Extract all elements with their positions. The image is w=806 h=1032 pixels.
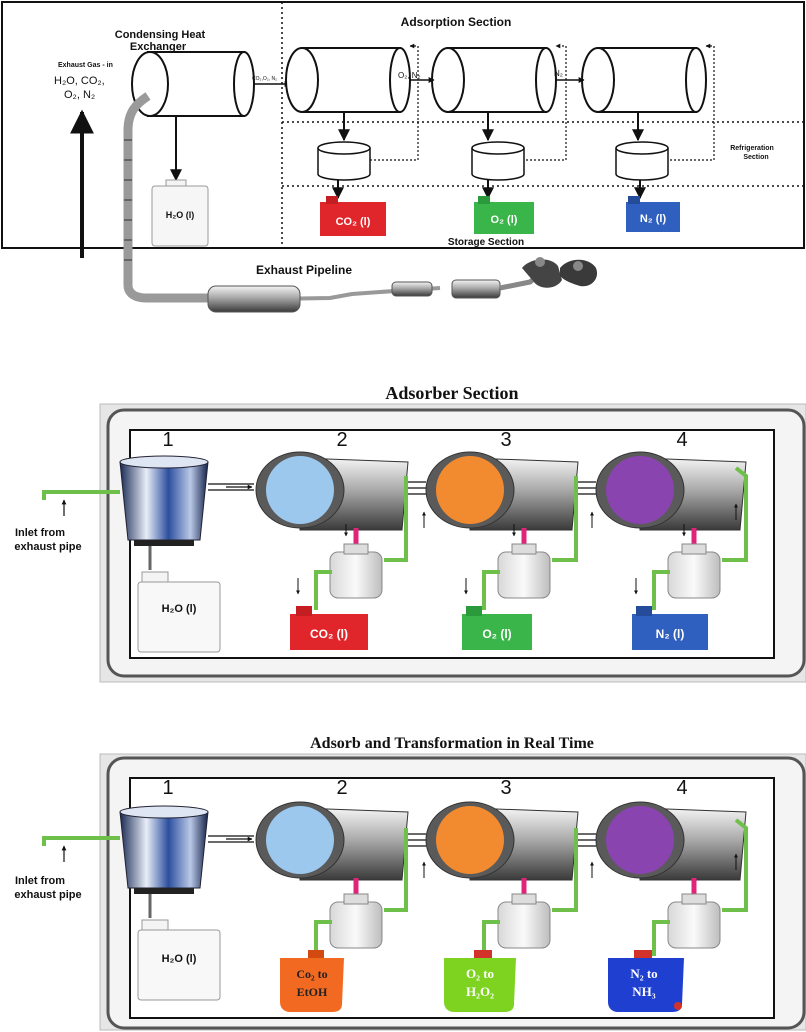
adsorbent-disc bbox=[266, 456, 334, 524]
heat-exchanger-label: Condensing Heat bbox=[115, 29, 206, 41]
nh3-reactor-tank: N₂ to NH₃ bbox=[608, 950, 684, 1012]
adsorber-unit bbox=[425, 801, 579, 881]
nh3-tank-label: NH₃ bbox=[632, 984, 656, 999]
condenser-vessel bbox=[497, 543, 551, 599]
recycle-line bbox=[670, 43, 715, 161]
condenser-vessel bbox=[667, 893, 721, 949]
refrigeration-label: Refrigeration bbox=[730, 145, 774, 152]
adsorber-unit bbox=[595, 801, 747, 881]
exhaust-pipe bbox=[123, 92, 210, 303]
adsorber-section-title: Adsorber Section bbox=[385, 383, 518, 403]
adsorber-unit bbox=[425, 451, 579, 531]
co2-tank: CO₂ (l) bbox=[320, 196, 386, 236]
adsorber-cylinder bbox=[581, 47, 707, 113]
inlet-label: exhaust pipe bbox=[14, 541, 81, 553]
water-bottle: H₂O (l) bbox=[137, 571, 221, 653]
storage-section-title: Storage Section bbox=[448, 237, 524, 248]
heat-exchanger-label: Exchanger bbox=[130, 41, 187, 53]
inlet-label: Inlet from bbox=[15, 875, 65, 887]
gas-list-label: H₂O, CO₂, bbox=[54, 75, 105, 87]
stage-number: 1 bbox=[162, 429, 173, 451]
n2-tank: N₂ (l) bbox=[626, 196, 680, 232]
condenser-vessel bbox=[667, 543, 721, 599]
gas-list-label: O₂, N₂ bbox=[64, 89, 95, 101]
panel-top: Condensing Heat Exchanger Exhaust Gas - … bbox=[1, 1, 805, 303]
stage-number: 4 bbox=[676, 429, 687, 451]
chrome-heat-exchanger bbox=[119, 805, 209, 894]
adsorbent-disc bbox=[436, 456, 504, 524]
exhaust-in-label: Exhaust Gas - in bbox=[58, 62, 113, 69]
co2-tank-label: CO₂ (l) bbox=[310, 627, 348, 641]
heat-exchanger-cylinder bbox=[131, 51, 255, 117]
recycle-line bbox=[526, 43, 567, 161]
co2-tank: CO₂ (l) bbox=[290, 606, 368, 650]
panel-adsorber: Adsorber Section 1 2 3 4 Inlet from exha… bbox=[14, 383, 806, 683]
stage-number: 3 bbox=[500, 777, 511, 799]
exhaust-pipeline: Exhaust Pipeline bbox=[207, 257, 598, 313]
n2-tank: N₂ (l) bbox=[632, 606, 708, 650]
nh3-tank-label: N₂ to bbox=[630, 966, 657, 981]
inlet-pipe bbox=[42, 490, 120, 500]
water-bottle-label: H₂O (l) bbox=[166, 210, 195, 220]
condenser-vessel bbox=[497, 893, 551, 949]
stage-number: 4 bbox=[676, 777, 687, 799]
condenser-vessel bbox=[615, 141, 669, 181]
refrigeration-label: Section bbox=[743, 154, 768, 161]
condenser-vessel bbox=[329, 893, 383, 949]
h2o2-tank-label: H₂O₂ bbox=[466, 984, 494, 999]
condenser-vessel bbox=[329, 543, 383, 599]
panel-transform: Adsorb and Transformation in Real Time 1… bbox=[14, 735, 806, 1031]
n2-tank-label: N₂ (l) bbox=[640, 213, 667, 225]
etoh-tank-label: Co₂ to bbox=[296, 967, 327, 981]
water-bottle: H₂O (l) bbox=[137, 919, 221, 1001]
adsorbent-disc bbox=[606, 806, 674, 874]
co2-tank-label: CO₂ (l) bbox=[336, 216, 371, 228]
adsorption-section-title: Adsorption Section bbox=[401, 15, 512, 29]
stage-number: 2 bbox=[336, 777, 347, 799]
water-bottle-label: H₂O (l) bbox=[162, 953, 197, 965]
adsorber-unit bbox=[595, 451, 747, 531]
adsorbent-disc bbox=[606, 456, 674, 524]
pipe-segments bbox=[124, 139, 132, 261]
inlet-label: exhaust pipe bbox=[14, 889, 81, 901]
stage-number: 2 bbox=[336, 429, 347, 451]
exhaust-pipeline-label: Exhaust Pipeline bbox=[256, 263, 352, 277]
adsorber-cylinder bbox=[285, 47, 411, 113]
h2o2-reactor-tank: O₂ to H₂O₂ bbox=[444, 950, 516, 1012]
stream-label: N₂ bbox=[554, 69, 563, 78]
water-bottle-label: H₂O (l) bbox=[162, 603, 197, 615]
h2o2-tank-label: O₂ to bbox=[466, 966, 494, 981]
n2-tank-label: N₂ (l) bbox=[656, 627, 685, 641]
o2-tank-label: O₂ (l) bbox=[482, 627, 511, 641]
o2-tank-label: O₂ (l) bbox=[491, 214, 518, 226]
condenser-vessel bbox=[471, 141, 525, 181]
inlet-pipe bbox=[42, 836, 120, 846]
condenser-vessel bbox=[317, 141, 371, 181]
transformation-title: Adsorb and Transformation in Real Time bbox=[310, 735, 594, 752]
etoh-reactor-tank: Co₂ to EtOH bbox=[280, 950, 344, 1012]
adsorbent-disc bbox=[266, 806, 334, 874]
stream-label: CO₂,O₂, N₂ bbox=[252, 76, 277, 82]
stream-label: O₂, N₂ bbox=[398, 71, 421, 80]
adsorber-cylinder bbox=[431, 47, 557, 113]
etoh-tank-label: EtOH bbox=[297, 985, 328, 999]
adsorbent-disc bbox=[436, 806, 504, 874]
water-bottle: H₂O (l) bbox=[151, 179, 209, 247]
o2-tank: O₂ (l) bbox=[474, 196, 534, 234]
inlet-label: Inlet from bbox=[15, 527, 65, 539]
adsorber-unit bbox=[255, 451, 409, 531]
recycle-line bbox=[362, 43, 419, 161]
stage-number: 1 bbox=[162, 777, 173, 799]
chrome-heat-exchanger bbox=[119, 455, 209, 546]
stage-number: 3 bbox=[500, 429, 511, 451]
o2-tank: O₂ (l) bbox=[462, 606, 532, 650]
adsorber-unit bbox=[255, 801, 409, 881]
